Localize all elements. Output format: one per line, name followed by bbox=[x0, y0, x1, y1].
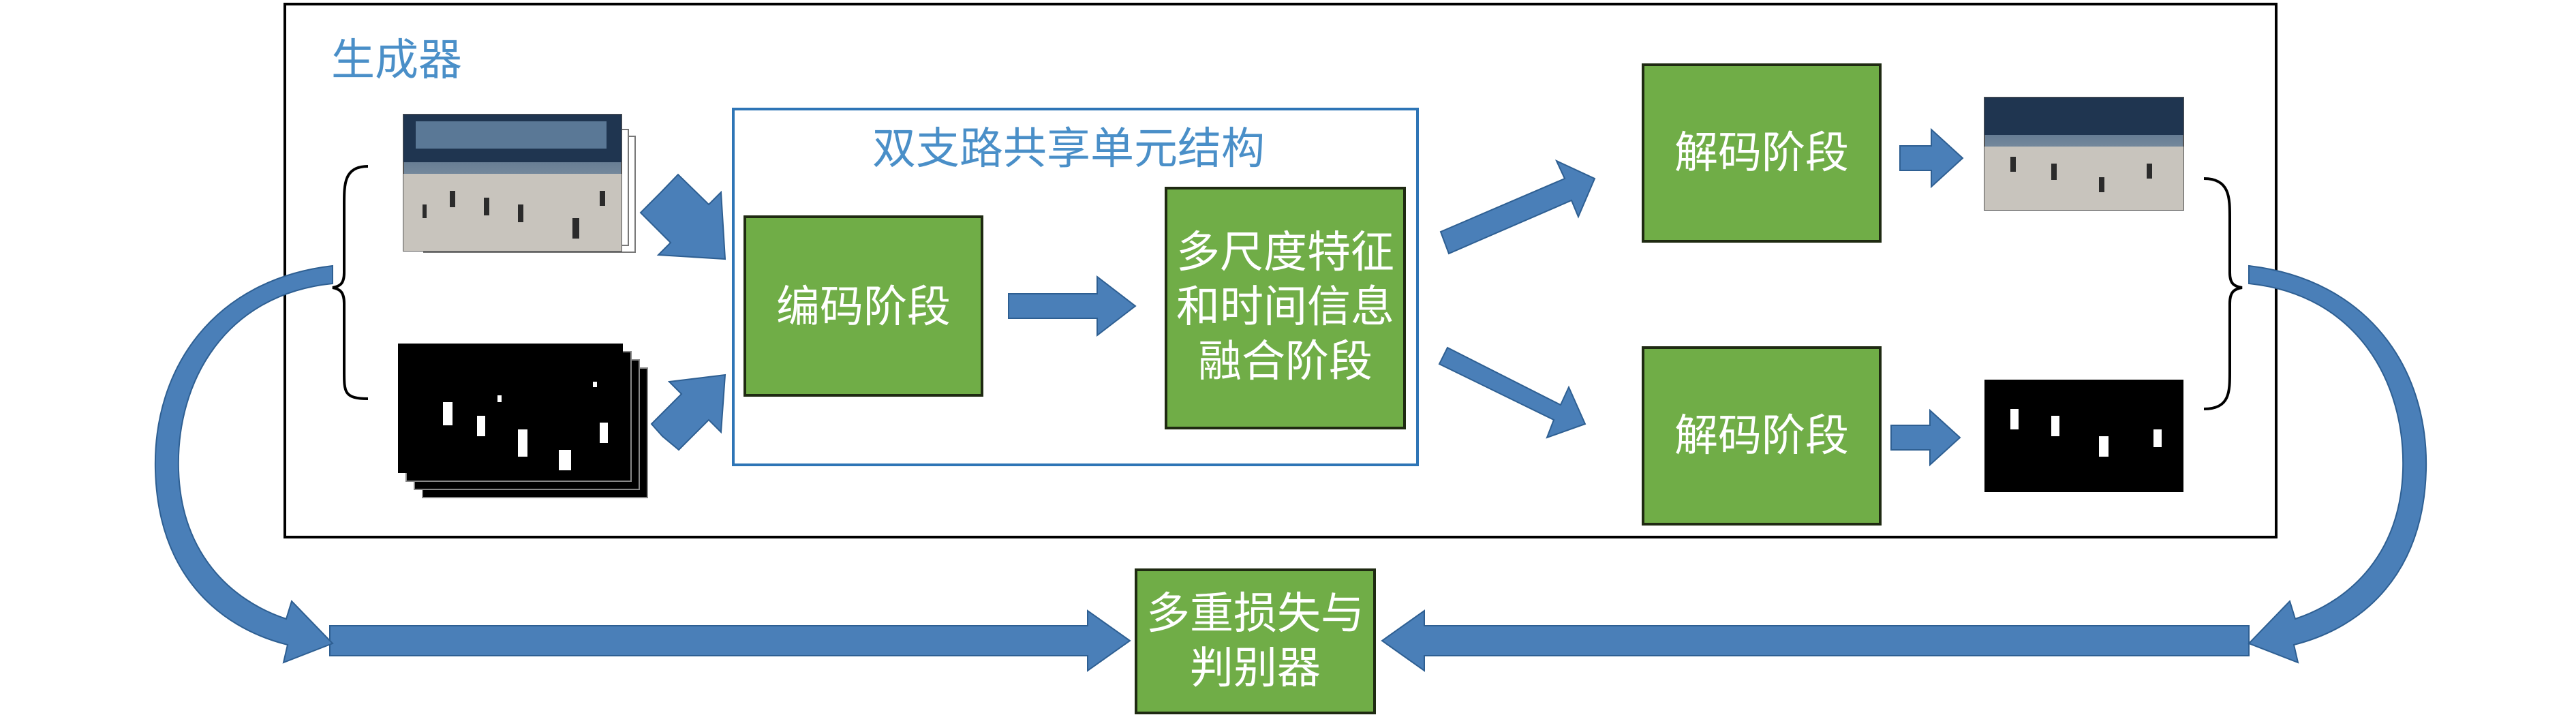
fusion-label-line-1: 多尺度特征 bbox=[1176, 228, 1394, 278]
generator-label: 生成器 bbox=[331, 35, 462, 86]
encoder-box bbox=[743, 215, 983, 397]
arrow-right-to-loss bbox=[1381, 609, 2250, 672]
decoder-bottom-box bbox=[1642, 346, 1882, 526]
decoder-bottom-label: 解码阶段 bbox=[1674, 411, 1849, 461]
output-rgb-frame bbox=[1984, 97, 2184, 211]
arrow-decoder-bottom-to-output bbox=[1890, 408, 1961, 467]
arrow-encoder-to-fusion bbox=[1008, 275, 1137, 337]
arrow-decoder-top-to-output bbox=[1899, 127, 1964, 189]
input-rgb-frames bbox=[403, 114, 636, 253]
arrow-rgb-to-encoder bbox=[639, 173, 726, 260]
arrow-mask-to-encoder bbox=[650, 374, 726, 451]
output-mask-frame bbox=[1984, 380, 2183, 492]
output-brace bbox=[2203, 177, 2243, 410]
shared-unit-title: 双支路共享单元结构 bbox=[872, 124, 1265, 174]
arrow-fusion-to-decoder-bottom bbox=[1438, 346, 1586, 439]
decoder-top-box bbox=[1642, 63, 1882, 243]
loss-label-line-2: 判别器 bbox=[1190, 643, 1321, 694]
shared-unit-frame bbox=[732, 108, 1419, 466]
decoder-top-label: 解码阶段 bbox=[1674, 128, 1849, 179]
encoder-label: 编码阶段 bbox=[776, 282, 951, 333]
curved-arrow-left bbox=[154, 264, 334, 664]
input-mask-frames bbox=[398, 344, 648, 498]
fusion-label-line-3: 融合阶段 bbox=[1198, 337, 1373, 387]
curved-arrow-right bbox=[2248, 264, 2427, 664]
input-brace bbox=[332, 165, 369, 400]
arrow-fusion-to-decoder-top bbox=[1439, 159, 1596, 255]
loss-label-line-1: 多重损失与 bbox=[1146, 589, 1364, 639]
fusion-box bbox=[1165, 187, 1406, 429]
arrow-left-to-loss bbox=[329, 609, 1131, 672]
fusion-label-line-2: 和时间信息 bbox=[1176, 282, 1394, 333]
loss-discriminator-box bbox=[1135, 568, 1376, 714]
